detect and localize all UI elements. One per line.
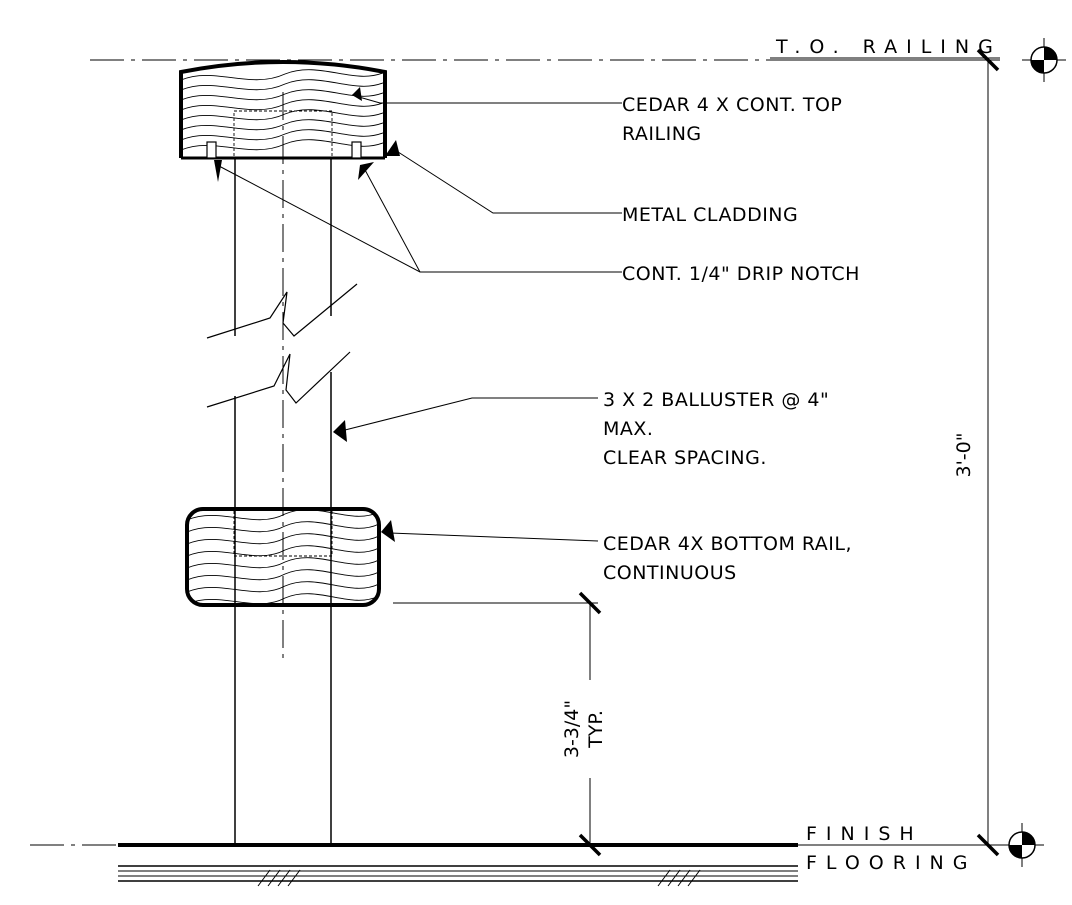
callout-metal-cladding: METAL CLADDING: [622, 204, 798, 226]
bottom-datum-label-line2: FLOORING: [806, 852, 977, 874]
callout-baluster: 3 X 2 BALLUSTER @ 4" MAX. CLEAR SPACING.: [603, 389, 829, 469]
top-datum-label: T.O. RAILING: [775, 36, 1002, 58]
drip-notch-right: [351, 141, 362, 159]
callout-top-rail-line1: CEDAR 4 X CONT. TOP: [622, 94, 842, 116]
datum-lines: [30, 59, 1000, 846]
callout-bottom-rail-line1: CEDAR 4X BOTTOM RAIL,: [603, 533, 852, 555]
bottom-gap-dimension-line1: 3-3/4": [561, 700, 583, 758]
callout-bottom-rail: CEDAR 4X BOTTOM RAIL, CONTINUOUS: [603, 533, 852, 584]
overall-height-dimension: 3'-0": [953, 433, 975, 478]
callout-bottom-rail-line2: CONTINUOUS: [603, 562, 737, 584]
callout-top-rail-line2: RAILING: [622, 123, 702, 145]
callout-baluster-line3: CLEAR SPACING.: [603, 447, 767, 469]
callout-drip-notch: CONT. 1/4" DRIP NOTCH: [622, 263, 860, 285]
leader-lines: [218, 94, 622, 542]
bottom-gap-dimension-line2: TYP.: [585, 710, 607, 749]
callout-baluster-line1: 3 X 2 BALLUSTER @ 4": [603, 389, 829, 411]
dimension-lines: [393, 48, 1000, 857]
datum-marker-top-icon: [1022, 38, 1066, 82]
drip-notch-left: [206, 141, 217, 159]
break-lines: [206, 283, 358, 408]
bottom-rail: [185, 507, 381, 607]
baluster: [234, 158, 332, 845]
wood-grain-bottom: [187, 509, 379, 605]
callout-baluster-line2: MAX.: [603, 418, 653, 440]
callout-top-rail: CEDAR 4 X CONT. TOP RAILING: [622, 94, 842, 145]
datum-marker-bottom-icon: [1000, 823, 1044, 867]
finish-floor: [118, 843, 798, 887]
arrowheads: [214, 87, 400, 542]
bottom-datum-label-line1: FINISH: [806, 823, 923, 845]
